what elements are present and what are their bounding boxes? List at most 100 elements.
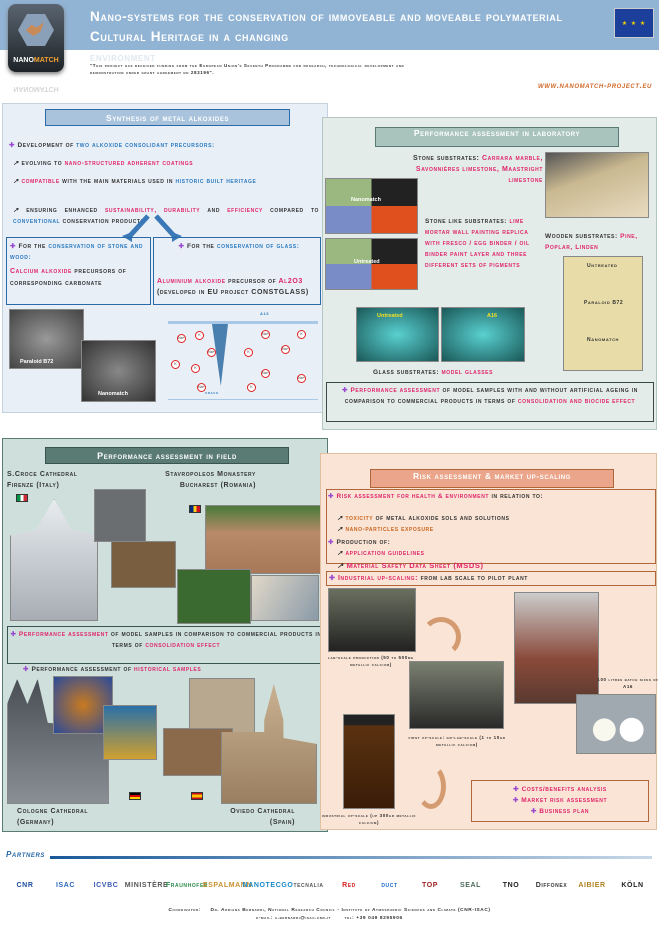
text-segment: Stone like substrates: [425, 218, 510, 225]
ion-icon: K [244, 348, 253, 357]
sem-image-nanomatch: Nanomatch [81, 340, 156, 402]
risk-production: Production of: [328, 537, 638, 548]
stone-wood-heading: For the conservation of stone and wood: [10, 241, 148, 263]
text-segment: compared to [262, 207, 320, 214]
industrial-upscaling: Industrial up-scaling: from lab scale to… [326, 571, 656, 586]
glass-surface [168, 321, 318, 324]
first-upscale-photo [409, 661, 504, 729]
text-segment: of model samples with and without artifi… [344, 387, 638, 405]
cologne-caption: Cologne Cathedral (Germany) [17, 808, 89, 826]
partner-logo: tecnalia [293, 881, 324, 889]
ion-icon: Na+ [297, 374, 306, 383]
text-segment: sustainability, durability [104, 207, 201, 214]
industrial-caption: industrial up-scale (up 300gr metallic c… [321, 813, 417, 825]
field-summary-text: Performance assessment of model samples … [10, 631, 321, 649]
text-segment: of metal alkoxide sols and solutions [373, 515, 510, 522]
wooden-substrates: Wooden substrates: Pine, Poplar, Linden [545, 231, 657, 253]
text-segment: Carrara marble, Savonnières limestone, M… [415, 155, 543, 184]
batch-caption: 100 litres batch sizes of A16 [597, 677, 659, 689]
lab-title: Performance assessment in laboratory [375, 127, 619, 147]
text-segment: compatible [21, 178, 60, 185]
glass-substrates: Glass substrates: model glasses [373, 367, 523, 378]
coordinator: Dr. Adriana Bernardi, National Research … [210, 908, 491, 913]
stone-wood-box: For the conservation of stone and wood: … [6, 237, 151, 305]
italy-flag-icon [16, 494, 28, 502]
painting-replica-nanomatch: Nanomatch [325, 178, 418, 234]
pilot-plant-photo [514, 592, 599, 704]
coordinator-label: Coordinator: [168, 908, 201, 913]
partner-logo: ESPALMANN [202, 881, 253, 889]
text-segment: conservation of glass: [216, 243, 300, 250]
ion-icon: Na+ [177, 334, 186, 343]
text-segment: Calcium alkoxide [10, 268, 72, 275]
stavropoleos-photo [205, 505, 325, 574]
text-segment: historical samples [134, 666, 202, 673]
ion-icon: Na+ [261, 330, 270, 339]
synthesis-title: Synthesis of metal alkoxides [45, 109, 290, 126]
text-segment: Industrial up-scaling: [338, 575, 419, 582]
diagram-label-a16: A16 [260, 311, 270, 316]
wall-painting-photo [251, 575, 319, 621]
romania-flag-icon [189, 505, 201, 513]
text-segment: conservation of stone and wood: [10, 243, 144, 261]
project-url[interactable]: www.nanomatch-project.eu [537, 81, 652, 90]
partners-title: Partners [6, 850, 46, 859]
partner-logo: MINISTÈRE [124, 881, 169, 889]
text-segment: Stone substrates: [412, 155, 482, 162]
risk-title: Risk assessment & market up-scaling [370, 469, 614, 488]
text-segment: ensuring enhanced [26, 207, 105, 214]
header-band [0, 0, 659, 50]
synthesis-panel: Synthesis of metal alkoxides Development… [2, 103, 328, 413]
text-segment: application guidelines [345, 550, 425, 557]
eu-flag-icon: ★ ★ ★ [614, 8, 654, 38]
stavropoleos-caption: Stavropoleos Monastery Bucharest (Romani… [165, 471, 256, 489]
text-segment: lime mortar wall painting replica with f… [425, 218, 530, 269]
nanomatch-logo: NANOMATCH [8, 4, 64, 72]
lab-panel: Performance assessment in laboratory Sto… [322, 117, 657, 430]
ion-icon: Na+ [207, 348, 216, 357]
stone-samples-photo [545, 152, 649, 218]
partner-logo: SEAL [459, 881, 482, 889]
stone-wood-body: Calcium alkoxide precursors of correspon… [10, 266, 148, 290]
funding-statement: "This project has received funding from … [90, 63, 405, 75]
text-segment: Performance assessment of [31, 666, 135, 673]
text-segment: Development of [17, 142, 77, 149]
risk-guidelines: application guidelines [337, 548, 647, 559]
text-segment: nano-structured adherent coatings [64, 160, 194, 167]
industrial-bottle-photo [343, 714, 395, 809]
lab-scale-photo [328, 588, 416, 652]
synthesis-lead: Development of two alkoxide consolidant … [9, 140, 325, 151]
market-box: Costs/benefits analysis Market risk asse… [471, 780, 649, 822]
text-segment: consolidation and biocide effect [517, 398, 636, 405]
risk-msds: Material Safety Data Sheet (MSDS) [337, 560, 647, 571]
stone-like-substrates: Stone like substrates: lime mortar wall … [425, 216, 537, 271]
text-segment: efficiency [227, 207, 263, 214]
coordinator-email[interactable]: e-mail: a.bernardi@isac.cnr.it [256, 916, 332, 921]
text-segment: with the main materials used in [59, 178, 176, 185]
text-segment: conservation products [60, 218, 145, 225]
text-segment: Al2O3 [278, 278, 303, 285]
painting-replica-untreated: Untreated [325, 238, 418, 290]
glass-body: Aluminium alkoxide precursor of Al2O3 (d… [157, 276, 317, 298]
risk-toxicity: toxicity of metal alkoxide sols and solu… [337, 513, 647, 524]
croce-caption: S.Croce Cathedral Firenze (Italy) [7, 471, 78, 489]
synthesis-point: compatible with the main materials used … [13, 176, 319, 187]
risk-nanoparticles: nano-particles exposure [337, 524, 647, 535]
text-segment: and [200, 207, 228, 214]
ion-icon: K [195, 331, 204, 340]
text-segment: from lab scale to pilot plant [418, 575, 528, 582]
partner-logo: KÖLN [621, 881, 644, 889]
flasks-photo [576, 694, 656, 754]
text-segment: (developed in EU project CONSTGLASS) [157, 289, 309, 296]
text-segment: For the [186, 243, 217, 250]
text-segment: Performance assessment [18, 631, 109, 638]
text-segment: two alkoxide consolidant precursors: [76, 142, 215, 149]
germany-flag-icon [129, 792, 141, 800]
ion-icon: K [171, 360, 180, 369]
text-segment: Pine, Poplar, Linden [545, 233, 638, 251]
partner-logo: CNR [16, 881, 34, 889]
historical-samples: Performance assessment of historical sam… [23, 664, 323, 675]
ion-icon: Na+ [197, 383, 206, 392]
logo-reflection: NANOMATCH [13, 85, 59, 92]
glass-heading: For the conservation of glass: [164, 241, 314, 252]
